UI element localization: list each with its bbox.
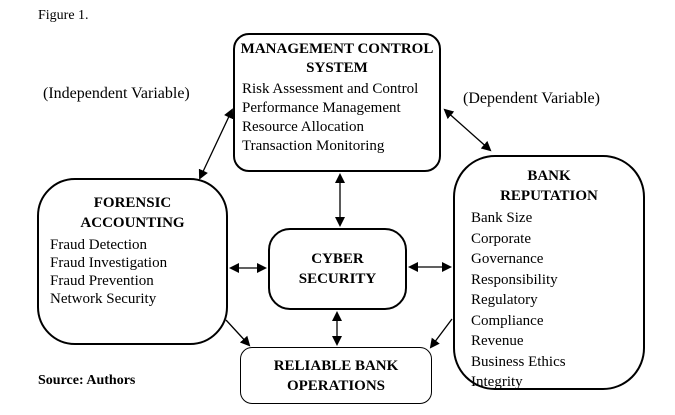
arrow-mcs-bank	[443, 108, 492, 152]
list-item: Resource Allocation	[242, 119, 365, 135]
list-item: Compliance	[471, 312, 544, 329]
box-item-list: Risk Assessment and Control Performance …	[235, 80, 439, 156]
box-forensic-accounting: FORENSIC ACCOUNTING Fraud Detection Frau…	[37, 178, 228, 345]
list-item: Regulatory	[471, 292, 538, 308]
list-item: Governance	[471, 251, 544, 267]
list-item: Fraud Investigation	[50, 255, 168, 271]
box-title: MANAGEMENT CONTROL SYSTEM	[240, 41, 434, 76]
list-item: Integrity	[471, 374, 523, 390]
source-label: Source: Authors	[38, 373, 136, 388]
list-item: Fraud Prevention	[50, 273, 154, 289]
box-title: BANK REPUTATION	[500, 168, 598, 204]
box-bank-reputation: BANK REPUTATION Bank Size Corporate Gove…	[453, 155, 645, 390]
box-management-control-system: MANAGEMENT CONTROL SYSTEM Risk Assessmen…	[233, 33, 441, 172]
figure-label: Figure 1.	[38, 8, 89, 23]
box-title: FORENSIC ACCOUNTING	[80, 195, 185, 231]
list-item: Responsibility	[471, 271, 558, 288]
box-title: RELIABLE BANK OPERATIONS	[273, 357, 399, 394]
list-item: Corporate	[471, 230, 531, 247]
list-item: Risk Assessment and Control	[242, 81, 419, 97]
box-item-list: Fraud Detection Fraud Investigation Frau…	[39, 236, 226, 308]
list-item: Network Security	[50, 291, 157, 307]
box-reliable-bank-operations: RELIABLE BANK OPERATIONS	[240, 347, 432, 404]
list-item: Performance Management	[242, 100, 401, 116]
list-item: Transaction Monitoring	[242, 138, 385, 154]
list-item: Revenue	[471, 333, 524, 349]
arrow-bank-reliable	[429, 318, 453, 349]
list-item: Business Ethics	[471, 353, 566, 370]
arrow-forensic-reliable	[225, 319, 251, 347]
box-item-list: Bank Size Corporate Governance Responsib…	[455, 208, 643, 393]
list-item: Fraud Detection	[50, 237, 148, 253]
independent-variable-label: (Independent Variable)	[43, 85, 190, 102]
list-item: Bank Size	[471, 210, 533, 226]
box-title: CYBER SECURITY	[298, 251, 377, 287]
dependent-variable-label: (Dependent Variable)	[463, 90, 600, 107]
arrow-forensic-mcs	[198, 108, 234, 180]
box-cyber-security: CYBER SECURITY	[268, 228, 407, 310]
